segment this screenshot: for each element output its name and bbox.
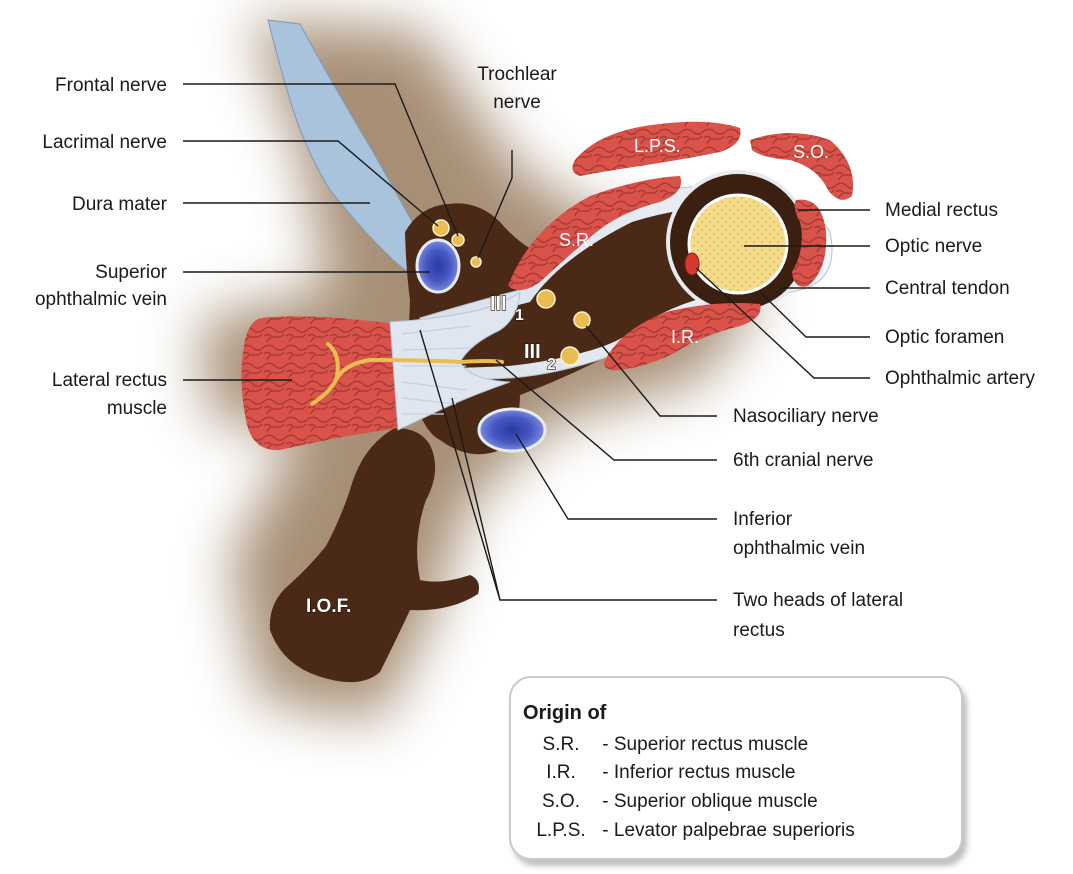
legend-abbr: S.O. xyxy=(525,791,597,813)
legend-abbr: L.P.S. xyxy=(525,820,597,842)
legend-title: Origin of xyxy=(523,702,606,725)
label-iii2-sub: 2 xyxy=(547,356,556,373)
label-central-tendon: Central tendon xyxy=(885,278,1010,299)
label-dura-mater: Dura mater xyxy=(72,194,168,215)
label-ophthalmic-artery: Ophthalmic artery xyxy=(885,368,1035,389)
label-iov-1: Inferior xyxy=(733,509,793,530)
label-lacrimal-nerve: Lacrimal nerve xyxy=(42,132,167,153)
label-optic-nerve: Optic nerve xyxy=(885,236,982,257)
label-two-heads-1: Two heads of lateral xyxy=(733,590,903,611)
ophthalmic-artery-shape xyxy=(685,253,699,275)
label-nasociliary: Nasociliary nerve xyxy=(733,406,879,427)
legend-row-lps: L.P.S. - Levator palpebrae superioris xyxy=(525,820,855,842)
legend-row-ir: I.R. - Inferior rectus muscle xyxy=(525,762,796,784)
legend-desc: - Superior oblique muscle xyxy=(602,791,817,812)
label-sov-2: ophthalmic vein xyxy=(35,289,167,310)
legend-row-so: S.O. - Superior oblique muscle xyxy=(525,791,818,813)
label-medial-rectus: Medial rectus xyxy=(885,200,998,221)
legend-row-sr: S.R. - Superior rectus muscle xyxy=(525,734,808,756)
legend-desc: - Inferior rectus muscle xyxy=(602,762,795,783)
inferior-ophthalmic-vein-shape xyxy=(479,409,545,451)
oculomotor-superior-dot xyxy=(537,290,555,308)
superior-ophthalmic-vein-shape xyxy=(417,240,459,292)
label-lps: L.P.S. xyxy=(634,136,681,156)
label-sixth-nerve: 6th cranial nerve xyxy=(733,450,873,471)
label-optic-foramen: Optic foramen xyxy=(885,327,1004,348)
label-sr: S.R. xyxy=(559,230,594,250)
label-iii1-sub: 1 xyxy=(515,307,524,324)
lacrimal-nerve-dot xyxy=(433,220,449,236)
label-frontal-nerve: Frontal nerve xyxy=(55,75,167,96)
label-iof: I.O.F. xyxy=(306,596,351,617)
label-ir: I.R. xyxy=(671,327,699,347)
trochlear-nerve-dot xyxy=(471,257,481,267)
label-trochlear-1: Trochlear xyxy=(477,64,557,85)
optic-nerve-shape xyxy=(689,195,787,293)
lateral-rectus-belly xyxy=(241,316,400,450)
oculomotor-inferior-dot xyxy=(561,347,579,365)
label-trochlear-2: nerve xyxy=(493,92,541,113)
label-iii1: III xyxy=(490,293,507,315)
legend-box: Origin of S.R. - Superior rectus muscle … xyxy=(509,676,963,860)
leader-iov xyxy=(516,434,717,519)
legend-abbr: I.R. xyxy=(525,762,597,784)
label-two-heads-2: rectus xyxy=(733,620,785,641)
label-sov-1: Superior xyxy=(95,262,167,283)
legend-abbr: S.R. xyxy=(525,734,597,756)
legend-desc: - Superior rectus muscle xyxy=(602,734,808,755)
label-iii2: III xyxy=(524,341,541,363)
oculomotor-extra-dot xyxy=(574,312,590,328)
legend-desc: - Levator palpebrae superioris xyxy=(602,820,854,841)
label-lateral-rectus-2: muscle xyxy=(107,398,167,419)
label-iov-2: ophthalmic vein xyxy=(733,538,865,559)
label-lateral-rectus-1: Lateral rectus xyxy=(52,370,167,391)
label-so: S.O. xyxy=(793,142,829,162)
